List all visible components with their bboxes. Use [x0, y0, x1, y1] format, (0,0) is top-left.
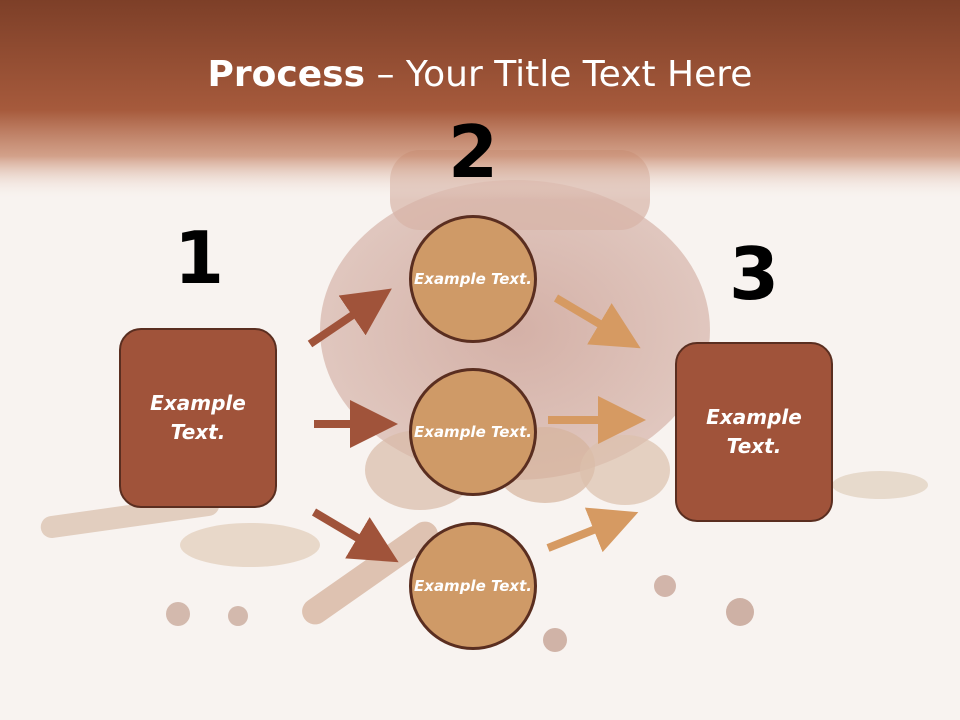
arrow-1-to-circle-3: [311, 508, 399, 563]
slide-title: Process – Your Title Text Here: [0, 50, 960, 100]
step-2-circle-middle[interactable]: Example Text.: [409, 368, 537, 496]
step-3-box[interactable]: Example Text.: [675, 342, 833, 522]
arrow-1-to-circle-1: [307, 288, 392, 348]
arrow-circle-1-to-3: [553, 294, 641, 349]
title-rest: – Your Title Text Here: [365, 54, 753, 95]
step-3-box-text: Example Text.: [706, 405, 802, 458]
step-number-2: 2: [447, 110, 499, 194]
step-number-3: 3: [728, 232, 780, 316]
step-number-1: 1: [173, 216, 225, 300]
step-1-box[interactable]: Example Text.: [119, 328, 277, 508]
circle-middle-text: Example Text.: [414, 422, 532, 441]
circle-top-text: Example Text.: [414, 269, 532, 288]
circle-bottom-text: Example Text.: [414, 576, 532, 595]
step-2-circle-top[interactable]: Example Text.: [409, 215, 537, 343]
step-2-circle-bottom[interactable]: Example Text.: [409, 522, 537, 650]
arrow-circle-3-to-3: [546, 507, 639, 553]
title-bold: Process: [207, 54, 366, 95]
step-1-box-text: Example Text.: [150, 391, 246, 444]
